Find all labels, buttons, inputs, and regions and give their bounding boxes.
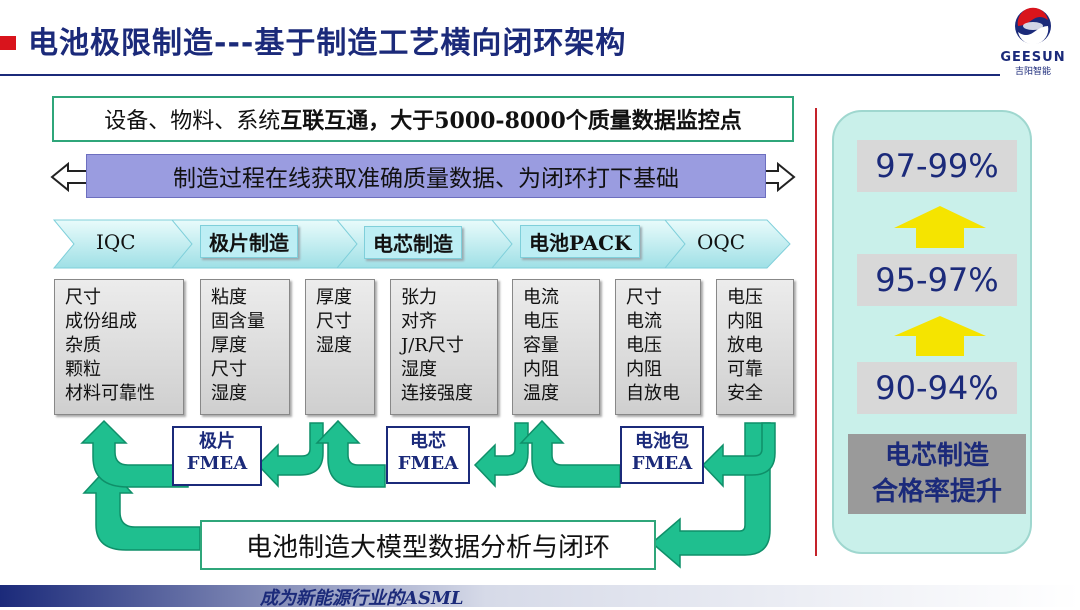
fmea-pack: 电池包 FMEA (620, 426, 704, 484)
fmea-pack-line2: FMEA (631, 453, 693, 474)
big-return-arrow-icon (82, 465, 201, 551)
stage-label-cell: 电芯制造 (364, 226, 462, 259)
param-item: 张力 (401, 287, 437, 308)
stage-label-iqc: IQC (96, 230, 136, 254)
loop-arrow-pack-in-icon (519, 419, 621, 488)
big-loop-arrow-icon (650, 422, 771, 569)
connectivity-box-bold: 互联互通，大于5000-8000个质量数据监控点 (280, 108, 742, 134)
param-item: 可靠 (727, 359, 763, 380)
yield-label-line2: 合格率提升 (871, 477, 1002, 507)
param-item: 电流 (626, 311, 662, 332)
param-item: 尺寸 (626, 287, 662, 308)
param-item: 尺寸 (211, 359, 247, 380)
param-item: 内阻 (727, 311, 763, 332)
param-box-oqc: 电压 内阻 放电 可靠 安全 (716, 279, 794, 415)
param-item: 容量 (523, 335, 559, 356)
fmea-electrode-line2: FMEA (186, 453, 248, 474)
loop-arrow-electrode-in-icon (80, 419, 189, 488)
param-item: 电流 (523, 287, 559, 308)
loop-arrow-cell-out-icon (473, 422, 529, 488)
fmea-pack-line1: 电池包 (635, 431, 689, 452)
logo-subtitle: 吉阳智能 (1014, 67, 1051, 77)
param-item: 颗粒 (65, 359, 101, 380)
fmea-cell-line2: FMEA (397, 453, 459, 474)
logo-name: GEESUN (1000, 50, 1066, 65)
param-item: 杂质 (65, 335, 101, 356)
param-item: 电压 (727, 287, 763, 308)
big-model-box: 电池制造大模型数据分析与闭环 (200, 520, 656, 570)
footer-slogan: 成为新能源行业的ASML (260, 588, 464, 609)
param-item: 粘度 (211, 287, 247, 308)
param-item: 对齐 (401, 311, 437, 332)
loop-arrow-pack-out-icon (701, 422, 776, 488)
param-box-pack: 尺寸 电流 电压 内阻 自放电 (615, 279, 701, 415)
page-title: 电池极限制造---基于制造工艺横向闭环架构 (28, 26, 627, 61)
param-item: 电压 (626, 335, 662, 356)
param-item: 电压 (523, 311, 559, 332)
process-arrow-label: 制造过程在线获取准确质量数据、为闭环打下基础 (86, 154, 766, 198)
param-box-cell-test: 电流 电压 容量 内阻 温度 (512, 279, 600, 415)
connectivity-box: 设备、物料、系统 互联互通，大于5000-8000个质量数据监控点 (52, 96, 794, 142)
param-item: 固含量 (211, 311, 265, 332)
param-item: 自放电 (626, 383, 680, 404)
fmea-electrode: 极片 FMEA (172, 426, 262, 486)
param-box-cell: 张力 对齐 J/R尺寸 湿度 连接强度 (390, 279, 498, 415)
param-item: J/R尺寸 (401, 335, 464, 356)
param-item: 厚度 (211, 335, 247, 356)
param-item: 安全 (727, 383, 763, 404)
rate-bottom: 90-94% (857, 362, 1017, 414)
param-box-iqc: 尺寸 成份组成 杂质 颗粒 材料可靠性 (54, 279, 184, 415)
geesun-logo-icon (1015, 7, 1051, 45)
param-item: 尺寸 (316, 311, 352, 332)
param-box-electrode-2: 厚度 尺寸 湿度 (305, 279, 375, 415)
title-rule (0, 74, 1000, 76)
param-item: 尺寸 (65, 287, 101, 308)
divider-line (815, 108, 817, 556)
fmea-cell: 电芯 FMEA (386, 426, 470, 484)
yield-label: 电芯制造 合格率提升 (848, 434, 1026, 514)
stage-label-electrode: 极片制造 (200, 225, 298, 258)
fmea-electrode-line1: 极片 (199, 431, 235, 452)
connectivity-box-prefix: 设备、物料、系统 (104, 109, 281, 134)
double-arrow-icon (50, 161, 796, 193)
fmea-cell-line1: 电芯 (410, 431, 446, 452)
rate-top: 97-99% (857, 140, 1017, 192)
param-item: 内阻 (523, 359, 559, 380)
param-item: 湿度 (401, 359, 437, 380)
param-box-electrode: 粘度 固含量 厚度 尺寸 湿度 (200, 279, 290, 415)
param-item: 成份组成 (65, 311, 137, 332)
stage-chevron-oqc (663, 219, 791, 269)
param-item: 材料可靠性 (65, 383, 155, 404)
param-item: 厚度 (316, 287, 352, 308)
param-item: 湿度 (211, 383, 247, 404)
param-item: 放电 (727, 335, 763, 356)
param-item: 连接强度 (401, 383, 473, 404)
up-arrow-icon (894, 316, 986, 356)
stage-label-oqc: OQC (697, 230, 746, 254)
title-marker (0, 36, 16, 50)
yield-label-line1: 电芯制造 (884, 441, 989, 471)
param-item: 内阻 (626, 359, 662, 380)
up-arrow-icon (894, 206, 986, 248)
param-item: 湿度 (316, 335, 352, 356)
loop-arrow-cell-in-icon (315, 419, 386, 488)
feedback-arrows (80, 419, 776, 569)
loop-arrow-electrode-out-icon (256, 422, 324, 488)
stage-label-pack: 电池PACK (520, 225, 641, 258)
footer-band (0, 585, 1080, 607)
rate-middle: 95-97% (857, 254, 1017, 306)
param-item: 温度 (523, 383, 559, 404)
